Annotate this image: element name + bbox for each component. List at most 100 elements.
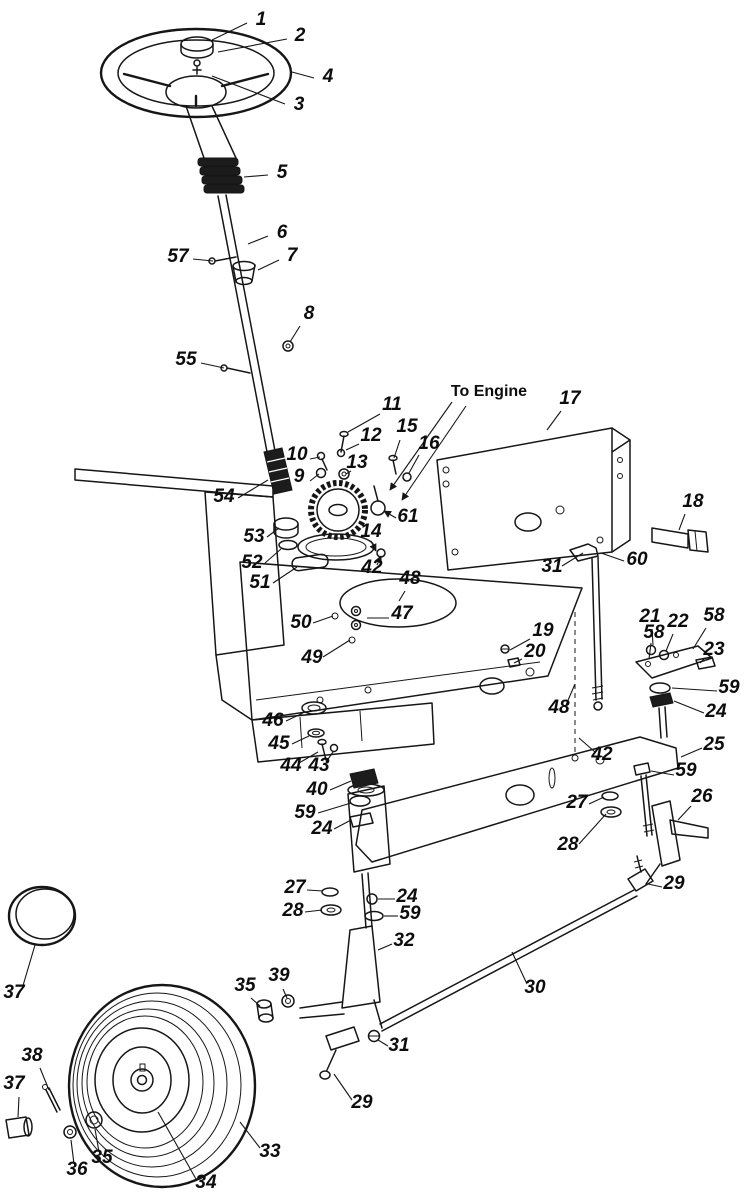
callout-leader-line — [578, 813, 607, 845]
part-number-callout: 27 — [565, 792, 589, 813]
callout-leader-line — [511, 951, 528, 985]
callout-leader-line — [383, 510, 397, 519]
callout-leader-line — [513, 658, 523, 664]
left-axle-stack-drawing — [349, 768, 379, 828]
part-number-callout: 57 — [167, 246, 190, 267]
part-number-callout: 60 — [626, 549, 648, 570]
part-number-callout: 19 — [532, 620, 554, 641]
part-number-callout: 46 — [261, 710, 284, 731]
tie-rod-drawing — [319, 855, 654, 1080]
part-number-callout: 22 — [666, 611, 689, 632]
part-number-callout: 59 — [294, 802, 316, 823]
part-number-callout: 55 — [175, 349, 197, 370]
part-number-callout: 29 — [350, 1092, 373, 1113]
part-number-callout: 11 — [382, 394, 402, 415]
part-number-callout: 24 — [704, 701, 727, 722]
part-number-callout: 51 — [249, 572, 270, 593]
frame-drawing — [74, 468, 583, 763]
steering-shaft-drawing — [208, 194, 294, 495]
callout-leader-line — [17, 1096, 20, 1118]
part-number-callout: 27 — [283, 877, 307, 898]
callout-leader-line — [309, 473, 320, 482]
callout-leader-line — [398, 590, 406, 602]
callout-leader-line — [673, 700, 705, 714]
part-number-callout: 49 — [300, 647, 323, 668]
front-axle-drawing — [347, 736, 679, 873]
drag-link-drawing — [569, 543, 604, 762]
part-number-callout: 58 — [643, 622, 665, 643]
to-engine-label: To Engine — [451, 383, 527, 400]
callout-leader-line — [588, 796, 605, 805]
hub-hardware-drawing — [5, 885, 103, 1139]
part-number-callout: 47 — [390, 603, 414, 624]
part-number-callout: 31 — [541, 556, 562, 577]
part-number-callout: 59 — [718, 677, 740, 698]
callout-leader-line — [317, 802, 352, 814]
callout-leader-line — [250, 997, 261, 1007]
part-number-callout: 40 — [305, 779, 328, 800]
part-number-callout: 48 — [398, 568, 421, 589]
callout-leader-line — [565, 683, 576, 706]
callout-leader-line — [325, 751, 334, 763]
callout-leader-line — [289, 325, 301, 343]
part-number-callout: 33 — [259, 1141, 281, 1162]
callout-leader-line — [561, 552, 584, 567]
part-number-callout: 50 — [290, 612, 312, 633]
callout-leader-line — [312, 615, 334, 624]
callout-leader-layer — [17, 22, 718, 1180]
callout-leader-line — [665, 633, 674, 652]
callout-leader-line — [347, 413, 381, 433]
callout-leader-line — [509, 638, 531, 651]
callout-leader-line — [237, 479, 269, 499]
part-number-callout: 44 — [279, 755, 302, 776]
callout-leader-line — [329, 780, 352, 791]
part-number-callout: 3 — [294, 94, 305, 115]
part-number-callout: 58 — [703, 605, 725, 626]
callout-leader-line — [285, 712, 304, 722]
part-number-callout: 43 — [307, 755, 330, 776]
part-number-callout: 35 — [234, 975, 256, 996]
part-number-callout: 7 — [287, 245, 299, 266]
part-number-callout: 52 — [241, 552, 263, 573]
part-number-callout: 23 — [702, 639, 725, 660]
part-number-callout: 42 — [360, 557, 383, 578]
part-number-callout: 14 — [360, 521, 382, 542]
callout-leader-line — [345, 443, 360, 451]
part-number-callout: 61 — [397, 506, 418, 527]
callout-leader-line — [257, 259, 280, 271]
part-number-callout: 10 — [286, 444, 308, 465]
part-number-callout: 9 — [294, 466, 305, 487]
part-number-callout: 53 — [243, 526, 265, 547]
callout-leader-line — [291, 71, 315, 79]
callout-leader-line — [239, 1121, 261, 1149]
callout-leader-line — [243, 174, 269, 178]
callout-leader-line — [247, 235, 269, 245]
right-spindle-drawing — [600, 762, 709, 885]
steering-gear-drawing — [273, 430, 412, 561]
left-spindle-drawing — [256, 872, 384, 1029]
part-number-callout: 35 — [91, 1147, 113, 1168]
callout-leader-line — [678, 513, 686, 531]
callout-leader-line — [345, 470, 352, 475]
callout-leader-line — [211, 75, 286, 105]
steering-wheel-drawing — [99, 27, 293, 159]
callout-leader-line — [377, 1039, 389, 1047]
part-number-callout: 37 — [3, 1073, 26, 1094]
callout-leader-line — [322, 639, 351, 658]
part-number-callout: 37 — [3, 982, 26, 1003]
part-number-callout: 32 — [393, 930, 415, 951]
callout-leader-line — [600, 552, 625, 562]
part-number-callout: 21 — [638, 606, 660, 627]
part-number-callout: 29 — [662, 873, 685, 894]
part-number-callout: 28 — [281, 900, 304, 921]
callout-leader-line — [647, 883, 663, 888]
callout-leader-line — [306, 889, 324, 892]
callout-leader-line — [692, 627, 707, 650]
callout-leader-line — [677, 805, 692, 821]
callout-leader-line — [408, 454, 420, 474]
callout-leader-line — [374, 555, 382, 566]
part-number-callout: 16 — [418, 433, 440, 454]
callout-leader-line — [264, 548, 282, 564]
